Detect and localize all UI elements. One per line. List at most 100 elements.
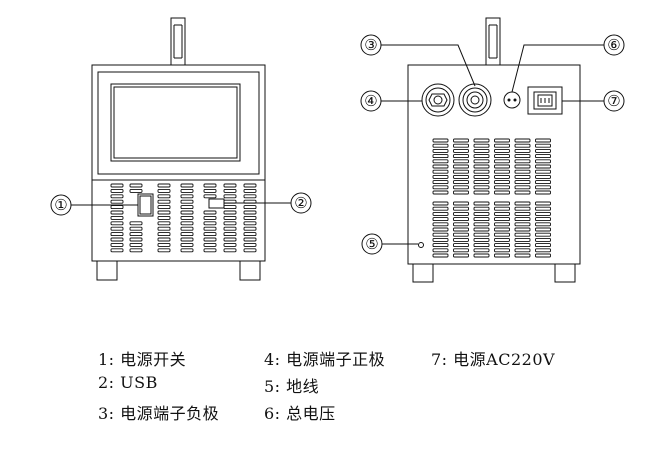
vent-slot (494, 227, 510, 232)
vent-slot (157, 248, 171, 253)
rear-foot-right (554, 264, 576, 283)
vent-slot (223, 221, 237, 226)
vent-slot (180, 232, 194, 237)
vent-slot (129, 226, 143, 231)
vent-slot (473, 174, 490, 179)
vent-slot (514, 180, 531, 185)
rear-view (380, 17, 605, 283)
vent-slot (432, 148, 449, 153)
vent-slot (514, 148, 531, 153)
vent-slot (243, 221, 257, 226)
vent-slot (453, 227, 469, 232)
vent-slot (535, 164, 551, 169)
vent-slot (432, 154, 449, 159)
vent-slot (432, 185, 449, 190)
ac-inlet (527, 86, 563, 115)
vent-slot (494, 138, 510, 143)
vent-slot (203, 221, 217, 226)
vent-slot (514, 190, 531, 195)
vent-slot (494, 243, 510, 248)
vent-slot (535, 154, 551, 159)
vent-slot (110, 242, 124, 247)
vent-slot (535, 201, 551, 206)
front-vents (110, 183, 257, 253)
vent-slot (203, 237, 217, 242)
vent-slot (157, 226, 171, 231)
vent-slot (110, 183, 124, 188)
vent-slot (494, 148, 510, 153)
vent-slot (129, 183, 143, 188)
vent-slot (535, 227, 551, 232)
vent-slot (473, 185, 490, 190)
vent-slot (243, 248, 257, 253)
vent-slot (453, 253, 469, 258)
callout-5-label: ⑤ (365, 235, 378, 253)
rear-vents (432, 138, 551, 258)
vent-slot (473, 206, 490, 211)
vent-slot (243, 194, 257, 199)
vent-slot (494, 232, 510, 237)
vent-slot (432, 243, 449, 248)
front-body (91, 64, 266, 262)
vent-slot (494, 190, 510, 195)
vent-slot (203, 210, 217, 215)
vent-slot (514, 227, 531, 232)
vent-slot (494, 206, 510, 211)
vent-slot (223, 210, 237, 215)
vent-slot (473, 169, 490, 174)
vent-slot (494, 143, 510, 148)
vent-slot (110, 232, 124, 237)
vent-slot (180, 215, 194, 220)
vent-slot (535, 148, 551, 153)
vent-slot (223, 237, 237, 242)
vent-slot (432, 206, 449, 211)
vent-slot (432, 159, 449, 164)
vent-slot (514, 206, 531, 211)
vent-slot (494, 159, 510, 164)
vent-slot (535, 143, 551, 148)
vent-slot (432, 211, 449, 216)
vent-slot (494, 164, 510, 169)
vent-slot (203, 194, 217, 199)
vent-slot (157, 205, 171, 210)
vent-slot (494, 154, 510, 159)
vent-slot (453, 237, 469, 242)
vent-slot (432, 227, 449, 232)
callout-2: ② (290, 192, 312, 214)
vent-slot (514, 169, 531, 174)
vent-slot (473, 222, 490, 227)
vent-slot (514, 232, 531, 237)
vent-slot (473, 159, 490, 164)
vent-slot (514, 185, 531, 190)
vent-slot (432, 169, 449, 174)
callout-5: ⑤ (361, 233, 383, 255)
vent-slot (432, 237, 449, 242)
vent-slot (180, 205, 194, 210)
vent-slot (203, 248, 217, 253)
vent-slot (473, 237, 490, 242)
rear-foot-left (412, 264, 434, 283)
vent-slot (514, 222, 531, 227)
vent-slot (494, 211, 510, 216)
vent-slot (453, 143, 469, 148)
vent-slot (514, 138, 531, 143)
vent-slot (432, 201, 449, 206)
vent-slot (129, 248, 143, 253)
vent-slot (180, 210, 194, 215)
vent-slot (453, 180, 469, 185)
vent-slot (203, 242, 217, 247)
rear-body (407, 64, 581, 265)
vent-slot (535, 217, 551, 222)
vent-slot (243, 215, 257, 220)
vent-slot (453, 206, 469, 211)
vent-slot (453, 164, 469, 169)
vent-slot (453, 154, 469, 159)
vent-slot (110, 210, 124, 215)
vent-slot (180, 226, 194, 231)
vent-slot (129, 232, 143, 237)
vent-slot (473, 154, 490, 159)
vent-slot (432, 253, 449, 258)
vent-slot (223, 242, 237, 247)
vent-slot (243, 188, 257, 193)
